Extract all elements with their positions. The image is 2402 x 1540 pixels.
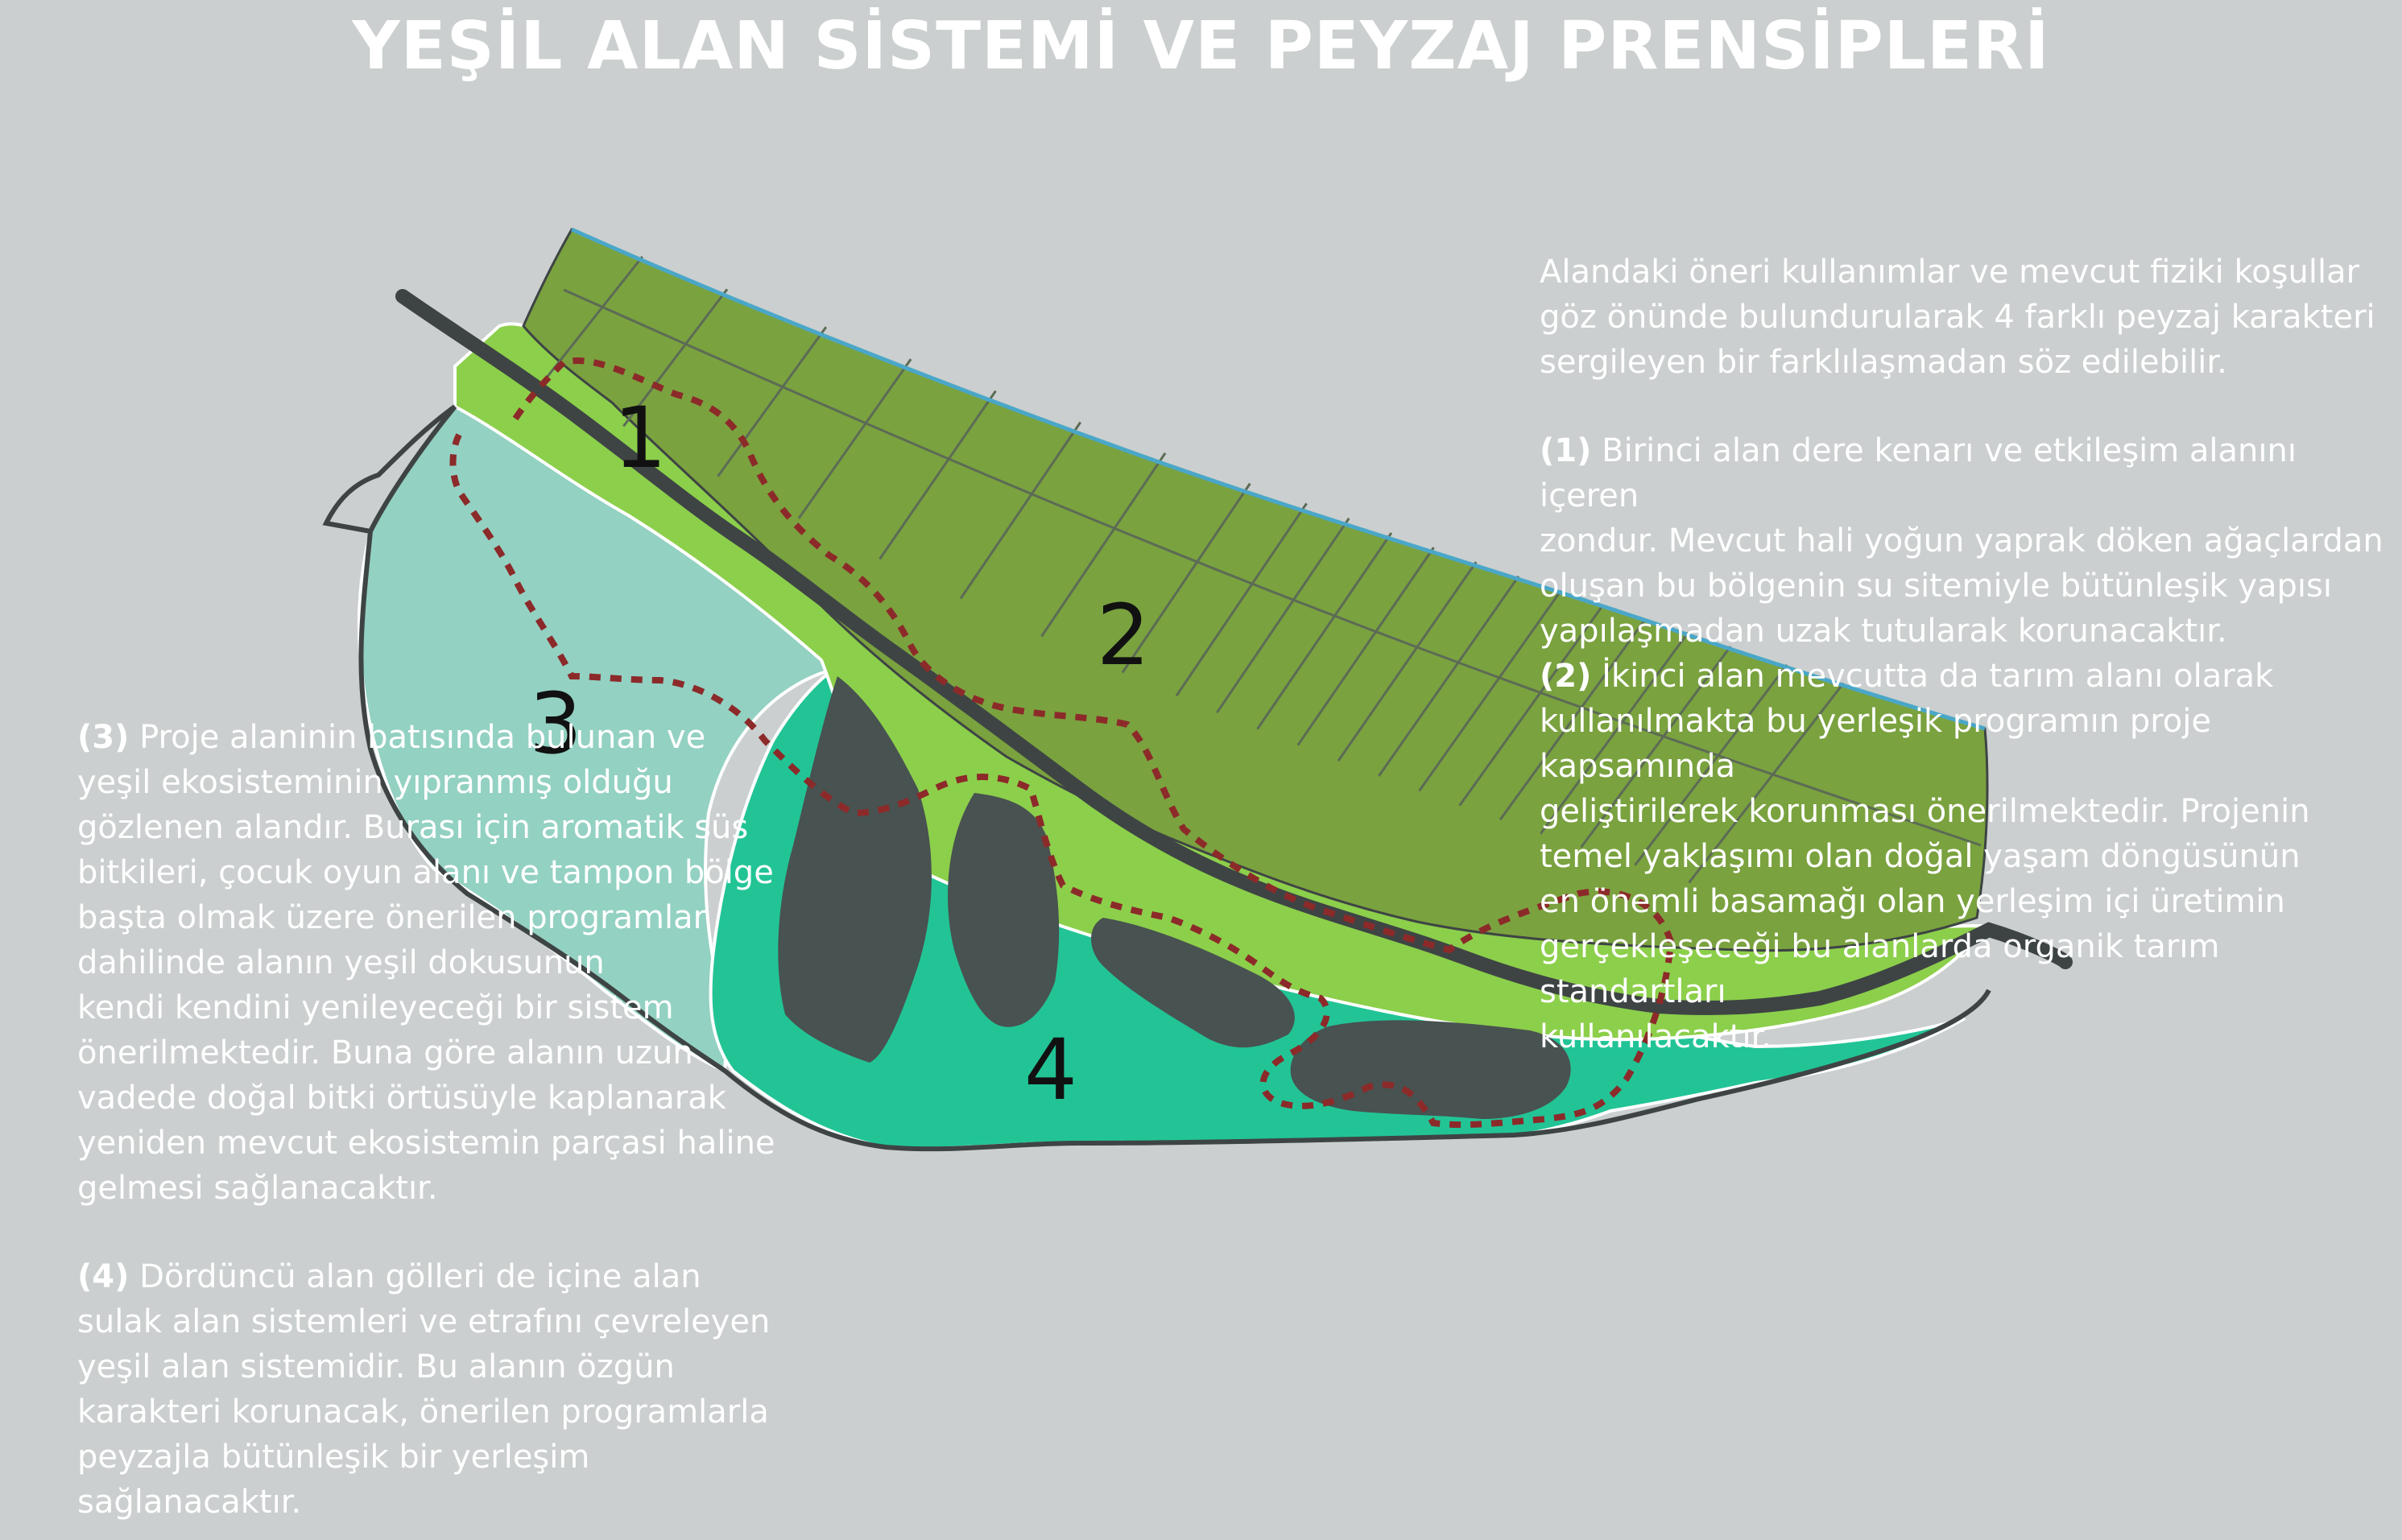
- zone-2-marker: (2): [1540, 658, 1592, 695]
- field-boundary: [1378, 576, 1520, 777]
- field-row-divider: [563, 288, 1982, 847]
- zone-1-marker: (1): [1540, 432, 1592, 469]
- zone-3-text: Proje alaninin batısında bulunan ve yeşi…: [77, 719, 775, 1207]
- intro-text: Alandaki öneri kullanımlar ve mevcut fiz…: [1540, 254, 2375, 381]
- field-boundary: [622, 288, 729, 427]
- field-boundary: [1296, 547, 1435, 746]
- lake-3: [1091, 918, 1295, 1048]
- field-boundary: [717, 326, 828, 477]
- zone-4-marker: (4): [77, 1258, 130, 1295]
- field-boundary: [1121, 482, 1251, 674]
- zone-2-text: İkinci alan mevcutta da tarım alanı olar…: [1540, 658, 2310, 1055]
- zone-3-marker: (3): [77, 719, 130, 756]
- field-boundary: [1634, 663, 1788, 866]
- field-boundary: [1040, 452, 1167, 638]
- field-boundary: [1216, 517, 1350, 714]
- field-boundary: [1418, 589, 1562, 792]
- page-title: YEŞİL ALAN SİSTEMİ VE PEYZAJ PRENSİPLERİ: [352, 8, 2050, 85]
- field-grid: [541, 255, 1982, 884]
- field-boundary: [1499, 617, 1647, 821]
- zone-label-3: 3: [529, 675, 582, 773]
- zone-label-4: 4: [1024, 1021, 1077, 1119]
- zone-2-description: (2) İkinci alan mevcutta da tarım alanı …: [1540, 654, 2401, 1059]
- field-boundary: [541, 255, 643, 384]
- river: [395, 289, 2073, 1015]
- zone-label-2: 2: [1097, 586, 1150, 684]
- field-boundary: [1539, 631, 1689, 835]
- field-boundary: [1688, 682, 1845, 884]
- zone-1-description: (1) Birinci alan dere kenarı ve etkileşi…: [1540, 428, 2401, 654]
- coastline: [570, 227, 1986, 731]
- field-boundary: [1580, 646, 1732, 848]
- walking-path: [449, 357, 1675, 1129]
- field-boundary: [959, 421, 1082, 600]
- zone-4-description: (4) Dördüncü alan gölleri de içine alan …: [77, 1254, 802, 1525]
- zone-4-text: Dördüncü alan gölleri de içine alan sula…: [77, 1258, 771, 1521]
- field-boundary: [1175, 502, 1308, 697]
- lake-2: [948, 793, 1060, 1027]
- field-boundary: [1458, 604, 1605, 807]
- site-boundary: [322, 404, 1991, 1152]
- field-boundary: [797, 358, 912, 519]
- field-boundary: [1337, 561, 1478, 762]
- zone-label-1: 1: [614, 389, 667, 487]
- zone-3-description: (3) Proje alaninin batısında bulunan ve …: [77, 715, 802, 1211]
- zone-1-text: Birinci alan dere kenarı ve etkileşim al…: [1540, 432, 2383, 650]
- lake-1: [778, 676, 932, 1063]
- field-boundary: [879, 390, 997, 560]
- field-boundary: [1256, 532, 1393, 730]
- lake-4: [1290, 1020, 1571, 1119]
